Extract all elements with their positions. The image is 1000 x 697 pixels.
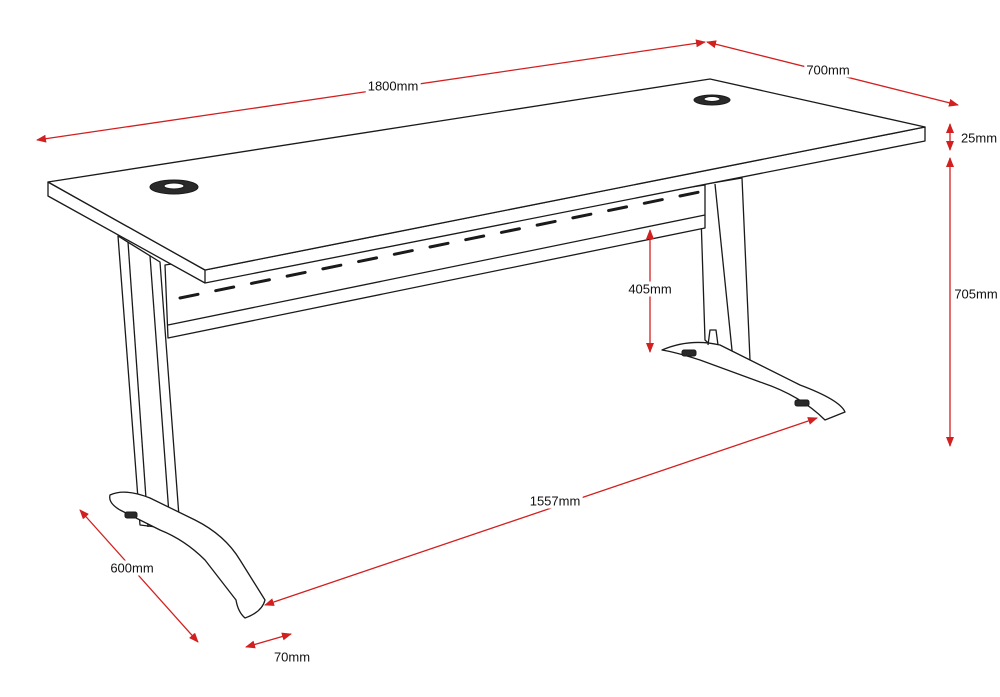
label-foot-depth: 600mm: [108, 560, 156, 576]
arrow-foot-depth: [79, 509, 199, 643]
panel-slot: [678, 190, 700, 198]
panel-slot: [428, 241, 450, 249]
panel-slot: [249, 278, 271, 285]
panel-slot: [642, 198, 664, 205]
modesty-panel-slots: [178, 190, 700, 300]
label-leg-width: 70mm: [271, 649, 313, 665]
label-top-thickness: 25mm: [958, 130, 1000, 146]
label-height: 705mm: [952, 286, 1000, 302]
panel-slot: [285, 270, 307, 278]
label-leg-span: 1557mm: [527, 493, 583, 509]
arrow-leg-span: [264, 417, 818, 606]
right-leg: [661, 177, 846, 421]
label-modesty-panel: 405mm: [626, 281, 674, 297]
panel-slot: [357, 256, 379, 264]
panel-slot: [178, 292, 200, 300]
label-depth: 700mm: [804, 62, 852, 78]
panel-slot: [499, 227, 521, 234]
panel-slot: [464, 234, 486, 242]
panel-slot: [392, 249, 414, 256]
label-length: 1800mm: [365, 78, 421, 94]
panel-slot: [607, 205, 629, 213]
panel-slot: [571, 212, 593, 220]
arrow-leg-width: [245, 632, 292, 649]
panel-slot: [321, 263, 343, 271]
panel-slot: [535, 219, 557, 227]
panel-slot: [214, 285, 236, 293]
